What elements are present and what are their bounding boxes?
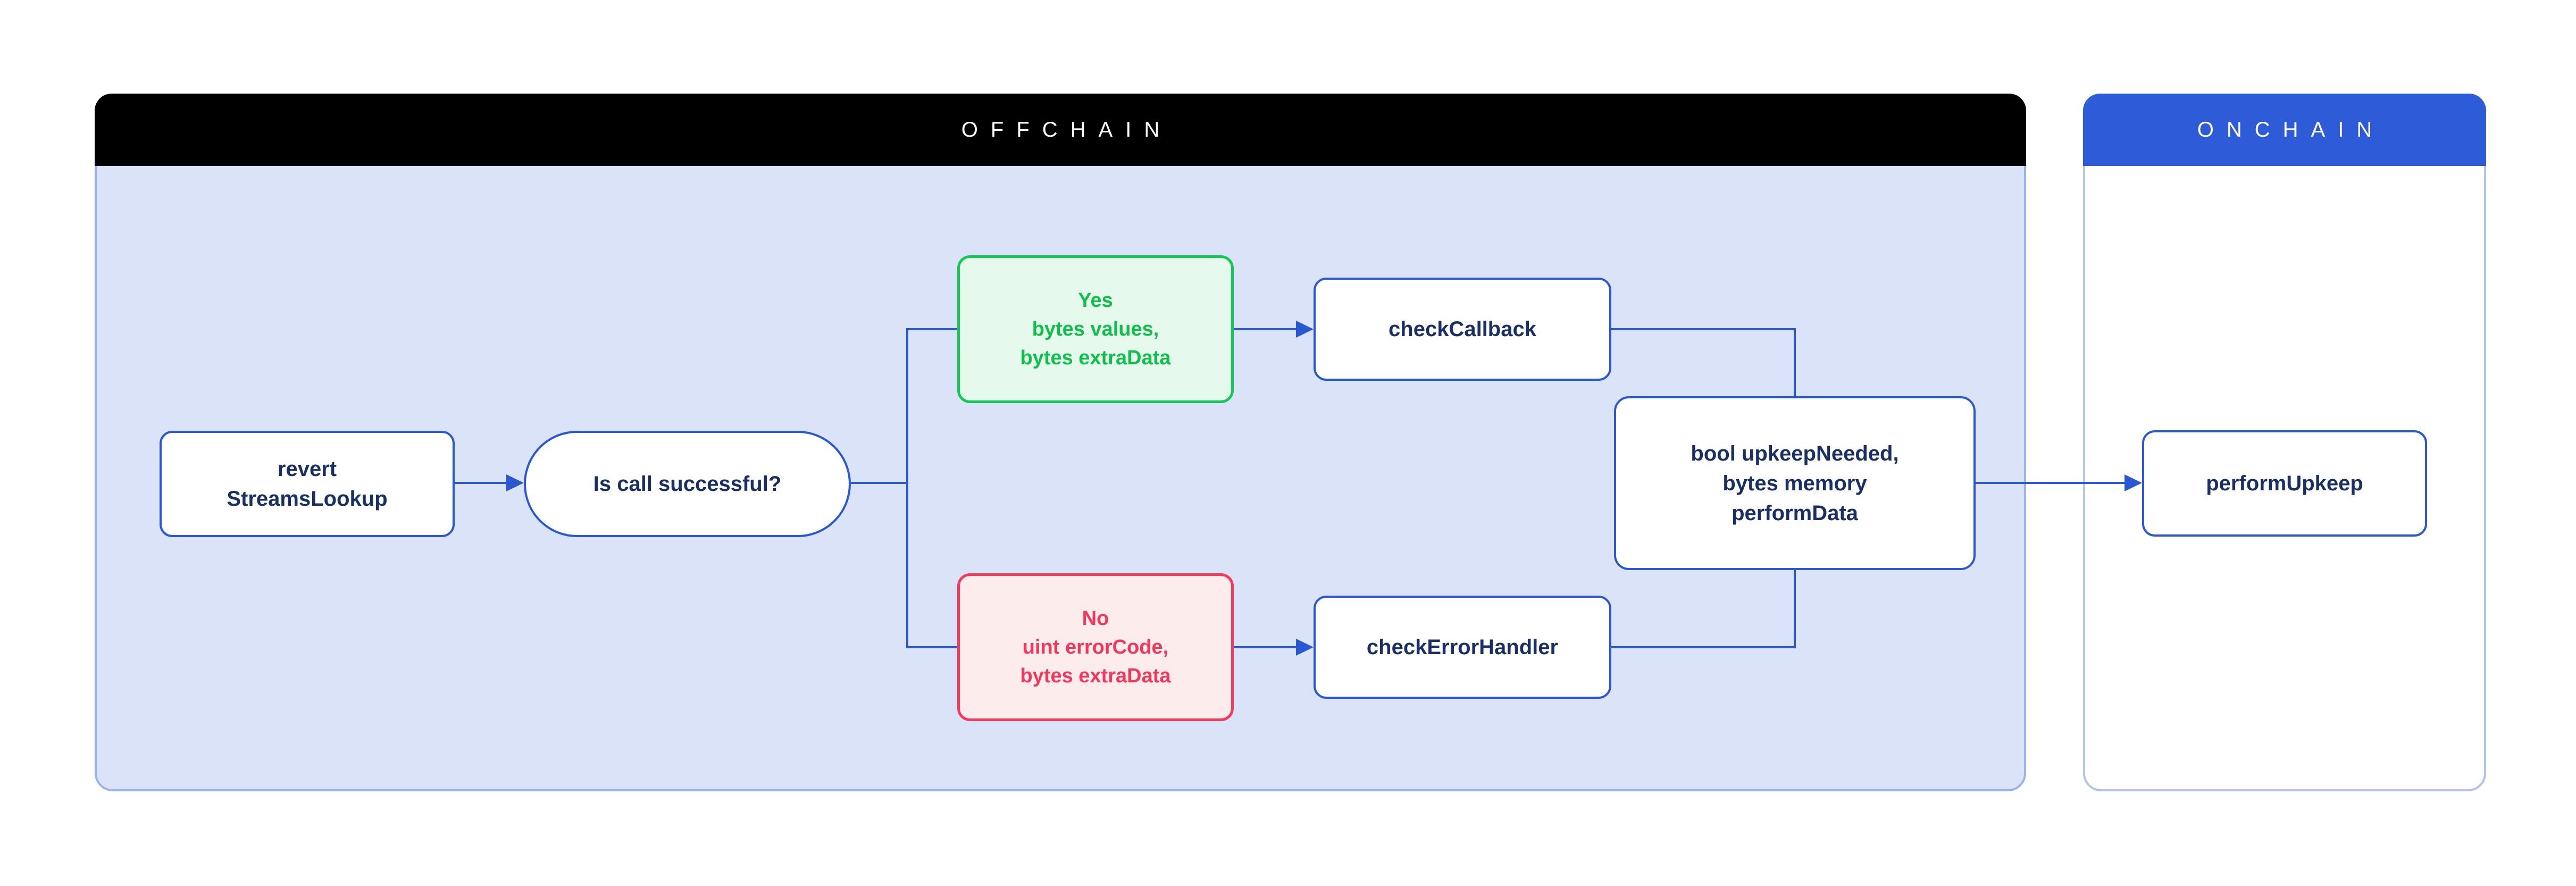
node-is-call-successful: Is call successful?	[524, 431, 851, 537]
connector-output-to-performupkeep	[1976, 482, 2125, 484]
arrowhead-into-decision	[506, 474, 524, 491]
node-upkeep-needed-output: bool upkeepNeeded, bytes memory performD…	[1614, 396, 1976, 570]
connector-checkerrorhandler-out	[1611, 646, 1795, 648]
connector-no-to-checkerrorhandler	[1234, 646, 1296, 648]
node-no-branch: No uint errorCode, bytes extraData	[957, 573, 1234, 721]
arrowhead-into-checkerrorhandler	[1296, 639, 1314, 656]
arrowhead-into-performupkeep	[2125, 474, 2142, 491]
connector-checkerrorhandler-up	[1794, 570, 1796, 648]
connector-decision-to-branch	[851, 482, 907, 484]
node-perform-upkeep: performUpkeep	[2142, 430, 2427, 537]
arrowhead-into-checkcallback	[1296, 321, 1314, 338]
node-check-callback: checkCallback	[1314, 278, 1611, 381]
connector-checkcallback-down	[1794, 328, 1796, 397]
connector-yes-to-checkcallback	[1234, 328, 1296, 330]
connector-checkcallback-out	[1611, 328, 1795, 330]
connector-branch-to-yes	[906, 328, 958, 330]
offchain-panel-header: OFFCHAIN	[95, 94, 2026, 166]
node-yes-branch: Yes bytes values, bytes extraData	[957, 255, 1234, 403]
connector-branch-to-no	[906, 646, 958, 648]
connector-revert-to-decision	[455, 482, 506, 484]
connector-branch-vertical	[906, 328, 908, 648]
node-check-error-handler: checkErrorHandler	[1314, 596, 1611, 699]
node-revert-streams-lookup: revert StreamsLookup	[160, 431, 455, 537]
onchain-panel-header: ONCHAIN	[2083, 94, 2486, 166]
